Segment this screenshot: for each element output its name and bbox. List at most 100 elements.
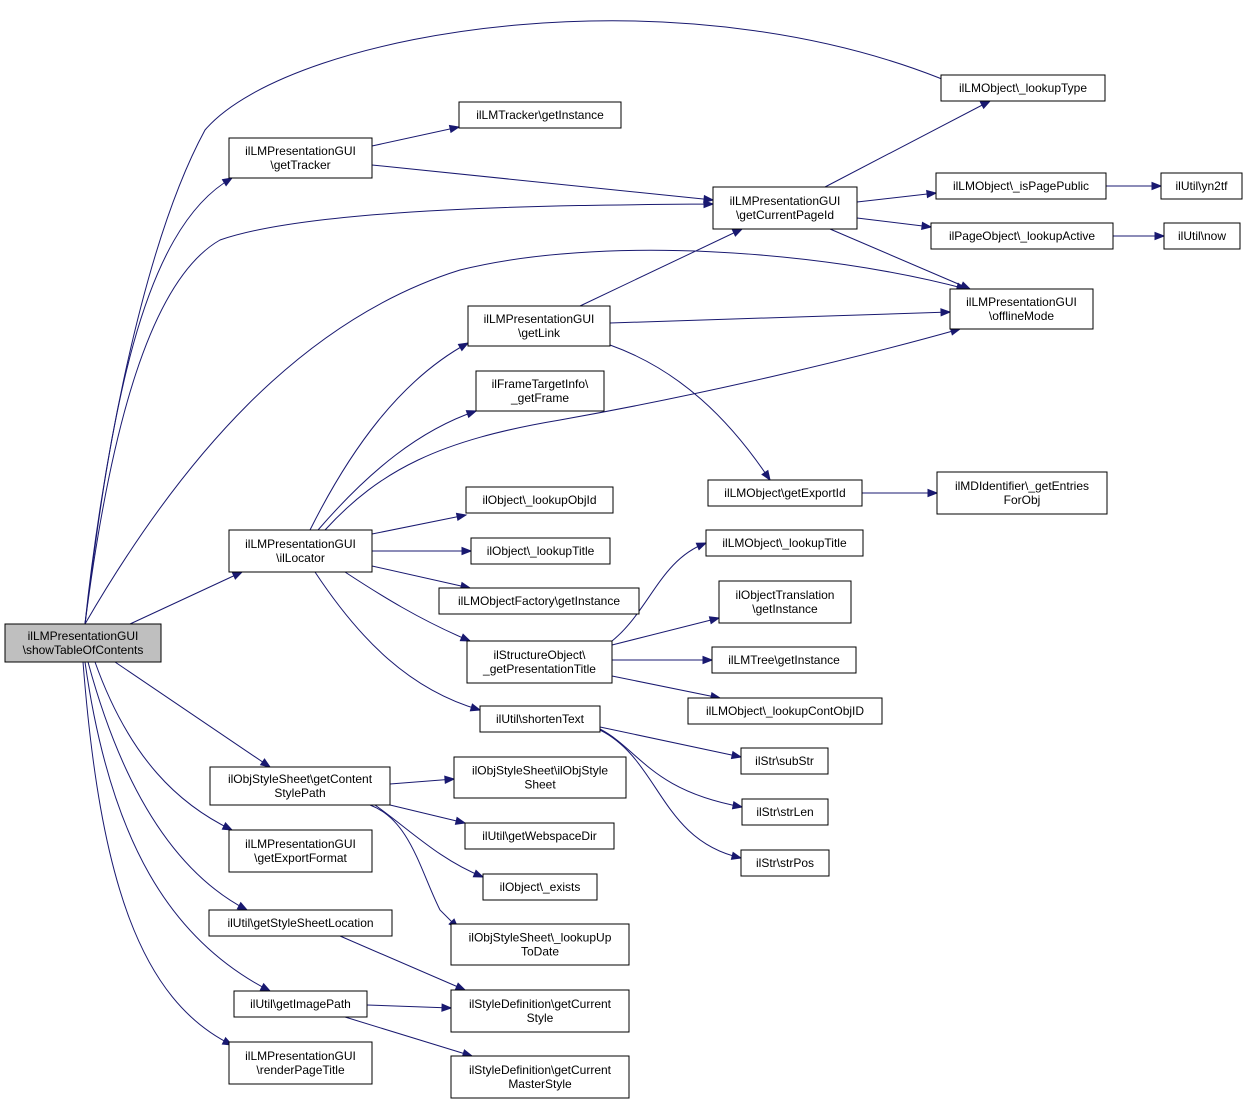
node-yn2tf[interactable]: ilUtil\yn2tf (1160, 172, 1243, 200)
arrowhead (730, 750, 743, 760)
node-box (935, 172, 1107, 200)
arrowhead (731, 228, 744, 237)
edge-root-to-getCurrentPageId (84, 199, 715, 625)
node-isPagePublic[interactable]: ilLMObject\_isPagePublic (935, 172, 1107, 200)
node-getLink[interactable]: ilLMPresentationGUI\getLink (467, 305, 611, 347)
node-strLen[interactable]: ilStr\strLen (741, 798, 829, 826)
arrowhead (730, 851, 743, 860)
node-getStyleSheetLocation[interactable]: ilUtil\getStyleSheetLocation (208, 909, 393, 937)
node-lookupTitleLM[interactable]: ilLMObject\_lookupTitle (705, 529, 864, 557)
edge-line (371, 565, 471, 589)
edge-ilLocator-to-shortenText (314, 571, 482, 712)
node-offlineMode[interactable]: ilLMPresentationGUI\offlineMode (949, 288, 1094, 330)
arrowhead (702, 655, 714, 665)
node-box (740, 747, 829, 775)
node-box (940, 74, 1106, 102)
node-label-line: ilObjectTranslation (736, 588, 835, 602)
node-getInstanceTracker[interactable]: ilLMTracker\getInstance (458, 101, 622, 129)
node-objTranslation[interactable]: ilObjectTranslation\getInstance (718, 580, 852, 624)
edge-getContentStylePath-to-exists (374, 804, 485, 878)
arrowhead (708, 616, 721, 625)
edge-line (599, 729, 742, 859)
node-label-line: ilStructureObject\ (493, 648, 586, 662)
node-subStr[interactable]: ilStr\subStr (740, 747, 829, 775)
node-getExportFormat[interactable]: ilLMPresentationGUI\getExportFormat (228, 829, 373, 873)
node-renderPageTitle[interactable]: ilLMPresentationGUI\renderPageTitle (228, 1041, 373, 1085)
node-getWebspaceDir[interactable]: ilUtil\getWebspaceDir (464, 822, 615, 850)
node-lmTree[interactable]: ilLMTree\getInstance (711, 646, 857, 674)
edge-getLink-to-offlineMode (609, 308, 952, 324)
edge-getExportId-to-getEntriesForObj (862, 488, 939, 498)
node-getCurrentPageId[interactable]: ilLMPresentationGUI\getCurrentPageId (712, 186, 858, 230)
node-label-line: ilUtil\getStyleSheetLocation (227, 916, 373, 930)
node-root[interactable]: ilLMPresentationGUI\showTableOfContents (4, 623, 162, 663)
node-lookupType[interactable]: ilLMObject\_lookupType (940, 74, 1106, 102)
node-getPresentationTitle[interactable]: ilStructureObject\_getPresentationTitle (466, 640, 613, 684)
node-ilObjStyleSheet[interactable]: ilObjStyleSheet\ilObjStyleSheet (453, 756, 627, 799)
node-getTracker[interactable]: ilLMPresentationGUI\getTracker (228, 137, 373, 179)
edge-ilLocator-to-lookupTitleObj (372, 546, 473, 556)
node-getExportId[interactable]: ilLMObject\getExportId (707, 479, 863, 507)
edge-line (87, 661, 248, 911)
arrowhead (959, 281, 972, 290)
edge-line (324, 328, 961, 531)
edge-line (856, 217, 932, 228)
edge-getContentStylePath-to-ilObjStyleSheet (389, 775, 456, 785)
node-now[interactable]: ilUtil\now (1163, 222, 1241, 250)
arrowhead (472, 869, 485, 878)
edge-getStyleSheetLocation-to-getCurrentStyle (339, 935, 467, 991)
node-box (711, 646, 857, 674)
edge-line (314, 571, 481, 711)
node-label-line: \getCurrentPageId (736, 208, 834, 222)
node-label-line: ilObjStyleSheet\_lookupUp (469, 931, 612, 945)
edge-root-to-getExportFormat (94, 661, 234, 831)
arrowhead (459, 633, 472, 642)
node-exists[interactable]: ilObject\_exists (482, 873, 598, 901)
node-lookupActive[interactable]: ilPageObject\_lookupActive (930, 222, 1114, 250)
node-label-line: ilLMPresentationGUI (245, 144, 356, 158)
edge-line (84, 249, 967, 625)
node-label-line: ilStyleDefinition\getCurrent (469, 1063, 612, 1077)
node-lmObjFactory[interactable]: ilLMObjectFactory\getInstance (438, 587, 640, 615)
node-lookupContObjID[interactable]: ilLMObject\_lookupContObjID (687, 697, 883, 725)
nodes-layer: ilLMPresentationGUI\showTableOfContents i… (4, 74, 1243, 1099)
edge-getLink-to-getExportId (609, 344, 771, 482)
node-getImagePath[interactable]: ilUtil\getImagePath (233, 990, 368, 1018)
node-shortenText[interactable]: ilUtil\shortenText (479, 705, 601, 733)
node-box (4, 623, 162, 663)
edge-getTracker-to-getCurrentPageId (371, 164, 715, 204)
arrowhead (703, 194, 715, 204)
edge-line (371, 126, 460, 147)
edge-ilLocator-to-offlineMode (324, 327, 962, 531)
arrowhead (236, 901, 249, 911)
node-label-line: \ilLocator (276, 551, 325, 565)
node-getFrame[interactable]: ilFrameTargetInfo\_getFrame (475, 370, 605, 412)
node-box (707, 479, 863, 507)
node-label-line: _getFrame (510, 391, 569, 405)
edge-line (611, 542, 707, 642)
node-strPos[interactable]: ilStr\strPos (740, 849, 830, 877)
edges-layer (82, 20, 1166, 1058)
edge-ilLocator-to-getPresentationTitle (344, 571, 472, 642)
edge-getContentStylePath-to-getWebspaceDir (389, 804, 467, 825)
node-box (464, 822, 615, 850)
edge-line (129, 571, 243, 625)
node-box (228, 529, 373, 573)
edge-root-to-ilLocator (129, 571, 244, 625)
edge-line (389, 804, 466, 824)
node-label-line: ilLMObjectFactory\getInstance (458, 594, 620, 608)
node-lookupObjId[interactable]: ilObject\_lookupObjId (465, 486, 614, 514)
node-label-line: ilFrameTargetInfo\ (492, 377, 589, 391)
node-box (712, 186, 858, 230)
node-ilLocator[interactable]: ilLMPresentationGUI\ilLocator (228, 529, 373, 573)
edge-root-to-getContentStylePath (114, 661, 272, 768)
arrowhead (926, 189, 938, 199)
node-lookupTitleObj[interactable]: ilObject\_lookupTitle (470, 537, 611, 565)
edge-line (366, 1004, 452, 1009)
